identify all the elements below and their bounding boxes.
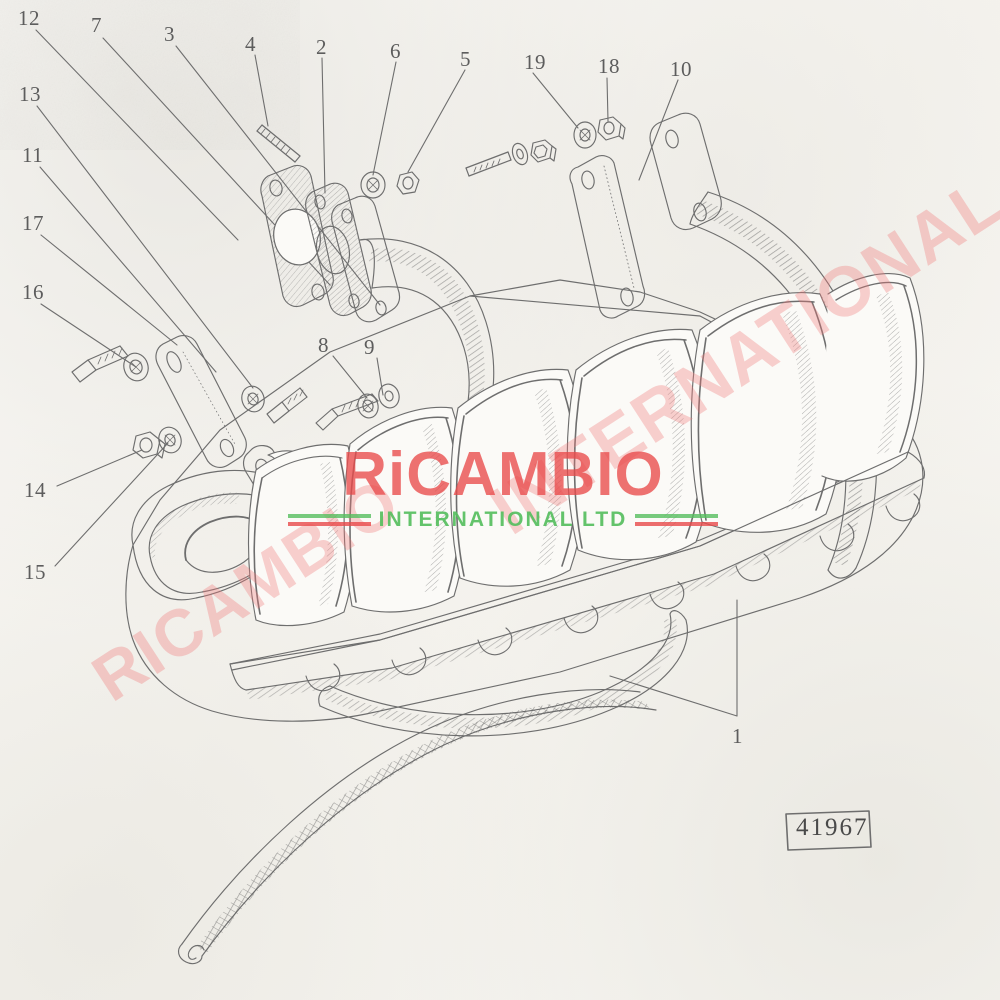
callout-label-9: 9	[364, 335, 375, 359]
callout-label-6: 6	[390, 39, 401, 63]
callout-label-10: 10	[670, 57, 692, 81]
callout-label-19: 19	[524, 50, 546, 74]
callout-label-13: 13	[19, 82, 41, 106]
callout-label-8: 8	[318, 333, 329, 357]
callout-label-4: 4	[245, 32, 256, 56]
callout-label-1: 1	[732, 724, 743, 748]
figure-number: 41967	[796, 814, 869, 841]
callout-label-2: 2	[316, 35, 327, 59]
callout-label-7: 7	[91, 13, 102, 37]
callout-label-3: 3	[164, 22, 175, 46]
callout-label-16: 16	[22, 280, 44, 304]
callout-label-5: 5	[460, 47, 471, 71]
callout-label-17: 17	[22, 211, 44, 235]
callout-label-14: 14	[24, 478, 46, 502]
callout-label-15: 15	[24, 560, 46, 584]
callout-label-18: 18	[598, 54, 620, 78]
callout-label-12: 12	[18, 6, 40, 30]
callout-label-11: 11	[22, 143, 44, 167]
